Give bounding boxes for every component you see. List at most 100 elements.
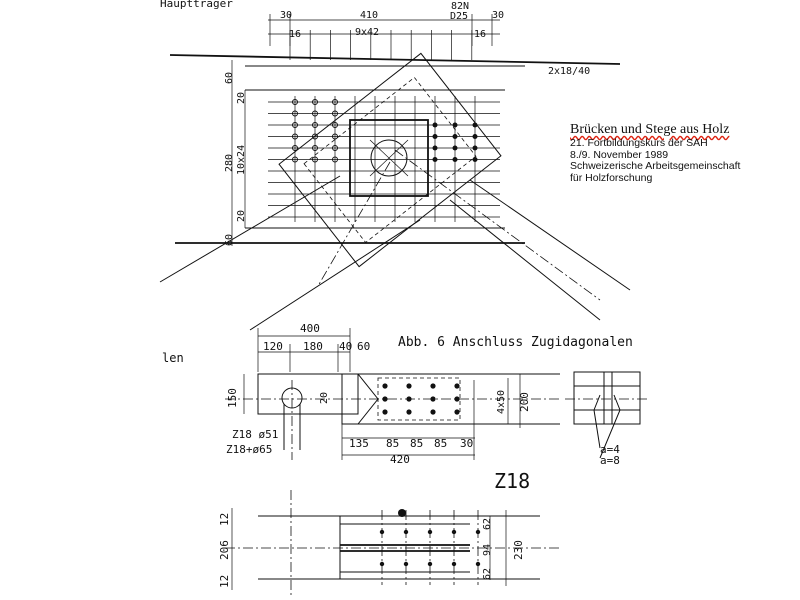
dim-30: 30 bbox=[460, 437, 473, 450]
nail-hole-open bbox=[292, 156, 298, 163]
dim-60: 60 bbox=[357, 340, 370, 353]
dim-410: 410 bbox=[360, 10, 378, 21]
weld-a4: a=4 bbox=[600, 443, 620, 456]
title-note: Brücken und Stege aus Holz 21. Fortbildu… bbox=[570, 122, 790, 184]
bolt-head bbox=[398, 509, 406, 517]
bolt bbox=[430, 396, 436, 402]
dim-v150: 150 bbox=[226, 388, 239, 408]
bolt bbox=[454, 396, 460, 402]
dim-v62-bot: 62 bbox=[482, 568, 493, 580]
bolt bbox=[454, 409, 460, 415]
nail-hole-open bbox=[332, 122, 338, 128]
bolt bbox=[430, 409, 436, 415]
note-line-4: für Holzforschung bbox=[570, 171, 653, 184]
nail-hole-open bbox=[292, 122, 298, 128]
nail-hole bbox=[452, 122, 458, 128]
dim-16-right: 16 bbox=[474, 29, 486, 40]
dim-135: 135 bbox=[349, 437, 369, 450]
dim-v20-top: 20 bbox=[236, 92, 247, 104]
nail-hole-open bbox=[312, 99, 318, 105]
dim-v60-top: 60 bbox=[224, 72, 235, 84]
nail-hole bbox=[452, 134, 458, 139]
dim-30-left: 30 bbox=[280, 10, 292, 21]
dim-85c: 85 bbox=[434, 437, 447, 450]
bolt bbox=[427, 529, 433, 535]
nail-hole bbox=[472, 157, 478, 162]
plate-hole bbox=[370, 139, 408, 177]
nail-hole bbox=[472, 134, 478, 139]
note-line-2: 8./9. November 1989 bbox=[570, 148, 669, 161]
diagonal-member bbox=[278, 52, 502, 268]
reinforcement-label: 2x18/40 bbox=[548, 66, 590, 77]
nail-hole bbox=[452, 157, 458, 162]
dim-v12-top: 12 bbox=[218, 513, 231, 526]
nail-hole-open bbox=[312, 133, 318, 140]
dim-420: 420 bbox=[390, 453, 410, 466]
bolt bbox=[403, 529, 409, 535]
label-haupttraeger: Haupttrager bbox=[160, 0, 233, 10]
bolt bbox=[379, 529, 385, 535]
dim-v62-top: 62 bbox=[482, 518, 493, 530]
dim-120: 120 bbox=[263, 340, 283, 353]
middle-view: len Abb. 6 Anschluss Zugidagonalen 400 1… bbox=[162, 322, 650, 493]
nail-hole-open bbox=[292, 133, 298, 140]
label-z18-d65: Z18+ø65 bbox=[226, 443, 272, 456]
nail-hole bbox=[432, 145, 438, 151]
dim-v10x24: 10x24 bbox=[236, 145, 247, 175]
nail-hole bbox=[452, 145, 458, 151]
bolt bbox=[427, 561, 433, 567]
nail-hole-open bbox=[312, 110, 318, 117]
bolt bbox=[475, 529, 481, 535]
nail-hole-open bbox=[292, 110, 298, 117]
bolt bbox=[475, 561, 481, 567]
dim-v20: 20 bbox=[319, 392, 330, 404]
dim-v280: 280 bbox=[224, 154, 235, 172]
dim-4x50: 4x50 bbox=[496, 390, 507, 414]
bolt bbox=[430, 383, 436, 389]
nail-diameter: D25 bbox=[450, 11, 468, 22]
bottom-view: 12 206 12 62 94 62 230 bbox=[218, 490, 560, 596]
dim-85a: 85 bbox=[386, 437, 399, 450]
dim-v200: 200 bbox=[518, 392, 531, 412]
nail-hole bbox=[432, 122, 438, 128]
dim-v60-bot: 60 bbox=[224, 234, 235, 246]
dim-180: 180 bbox=[303, 340, 323, 353]
bolt bbox=[406, 396, 412, 402]
nail-hole-open bbox=[292, 99, 298, 105]
figure-caption: Abb. 6 Anschluss Zugidagonalen bbox=[398, 335, 633, 350]
dim-40: 40 bbox=[339, 340, 352, 353]
note-title: Brücken und Stege aus Holz bbox=[570, 122, 730, 137]
nail-hole-open bbox=[332, 99, 338, 105]
note-line-3: Schweizerische Arbeitsgemeinschaft bbox=[570, 160, 741, 172]
dim-v12-bot: 12 bbox=[218, 575, 231, 588]
nail-count: 82N bbox=[451, 1, 469, 12]
nail-grid bbox=[268, 96, 500, 222]
nail-hole-open bbox=[332, 156, 338, 163]
nail-hole-open bbox=[332, 110, 338, 117]
nail-hole-open bbox=[312, 156, 318, 163]
nail-hole-open bbox=[292, 145, 298, 151]
bolt bbox=[382, 383, 388, 389]
bolt bbox=[406, 383, 412, 389]
dim-85b: 85 bbox=[410, 437, 423, 450]
dim-30-right: 30 bbox=[492, 10, 504, 21]
profile-label: Z18 bbox=[494, 469, 530, 493]
bolt bbox=[379, 561, 385, 567]
nail-hole bbox=[432, 157, 438, 162]
label-len: len bbox=[162, 351, 184, 365]
flat-bar bbox=[257, 373, 359, 415]
bolt bbox=[454, 383, 460, 389]
section-view bbox=[573, 371, 641, 425]
bolt bbox=[382, 396, 388, 402]
bolt bbox=[406, 409, 412, 415]
dim-400: 400 bbox=[300, 322, 320, 335]
label-z18-d51: Z18 ø51 bbox=[232, 428, 278, 441]
dim-9x42: 9x42 bbox=[355, 27, 379, 38]
bolt bbox=[451, 529, 457, 535]
dim-v230: 230 bbox=[512, 540, 525, 560]
dim-v206: 206 bbox=[218, 540, 231, 560]
bolt bbox=[403, 561, 409, 567]
bolt bbox=[382, 409, 388, 415]
weld-a8: a=8 bbox=[600, 454, 620, 467]
